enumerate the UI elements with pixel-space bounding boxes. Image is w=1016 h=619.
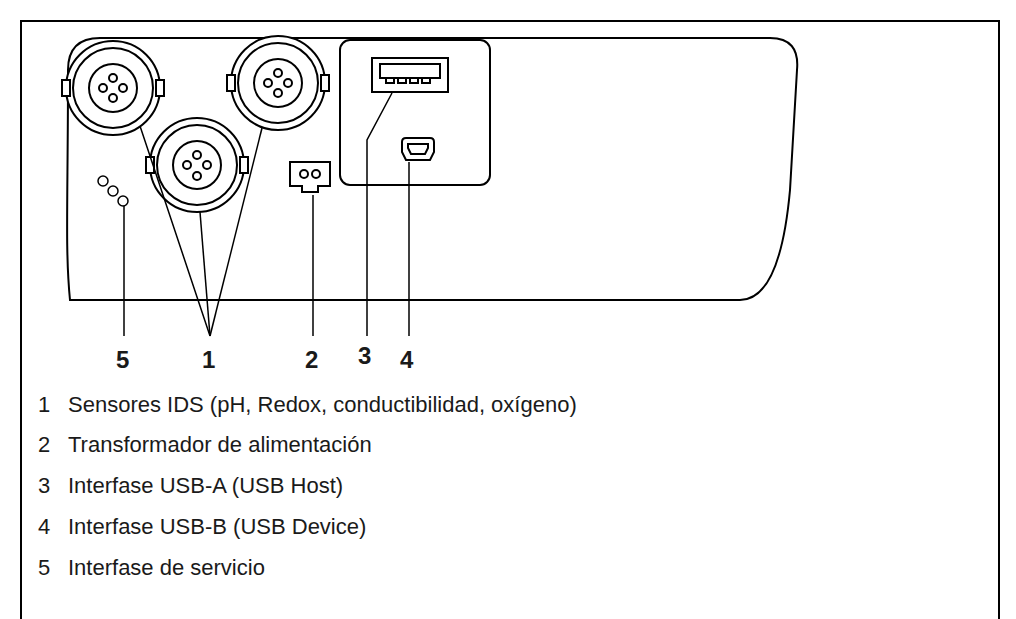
list-text: Interfase de servicio [68, 557, 265, 579]
list-number: 1 [38, 394, 50, 416]
callout-number: 4 [400, 348, 413, 372]
list-number: 5 [38, 557, 50, 579]
ids-sockets [62, 36, 329, 212]
list-text: Sensores IDS (pH, Redox, conductibilidad… [68, 394, 577, 416]
list-text: Interfase USB-A (USB Host) [68, 475, 343, 497]
service-port [98, 176, 128, 206]
leader-lines [124, 93, 409, 336]
usb-panel [340, 40, 490, 185]
power-socket [290, 162, 330, 192]
list-number: 3 [38, 475, 50, 497]
callout-number: 1 [202, 348, 215, 372]
housing [67, 38, 797, 300]
list-number: 4 [38, 516, 50, 538]
list-number: 2 [38, 434, 50, 456]
list-text: Transformador de alimentación [68, 434, 372, 456]
callout-number: 5 [116, 348, 129, 372]
callout-number: 2 [305, 348, 318, 372]
frame [21, 21, 999, 619]
callout-number: 3 [358, 344, 371, 368]
list-text: Interfase USB-B (USB Device) [68, 516, 366, 538]
